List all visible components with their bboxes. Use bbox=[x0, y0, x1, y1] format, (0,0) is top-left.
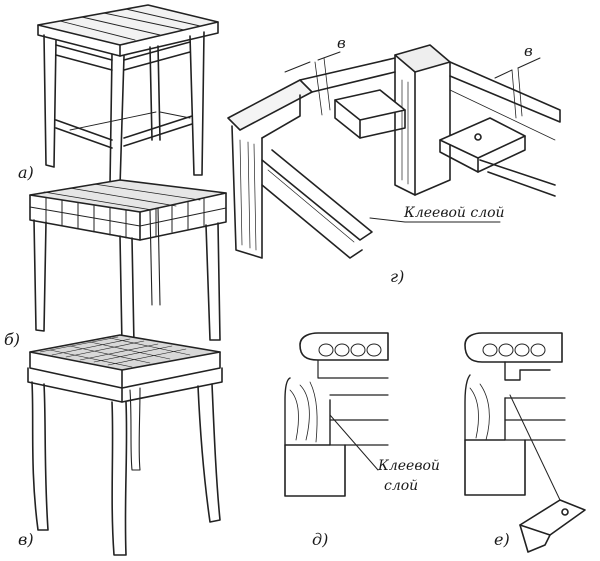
glue-layer-label-bottom-2: слой bbox=[384, 478, 418, 494]
stool-v-upholstered-seat bbox=[27, 334, 223, 556]
stool-b-woven-seat bbox=[29, 179, 227, 346]
label-b: б) bbox=[4, 330, 20, 349]
label-a: а) bbox=[18, 163, 34, 182]
section-e bbox=[464, 332, 586, 553]
joint-detail-g bbox=[227, 44, 561, 259]
label-v: в) bbox=[18, 530, 34, 549]
glue-layer-label-bottom-1: Клеевой bbox=[377, 458, 440, 474]
section-d bbox=[284, 332, 389, 497]
label-e: е) bbox=[494, 530, 510, 549]
dimension-label-b-right: в bbox=[524, 42, 533, 60]
dimension-label-b-left: в bbox=[337, 34, 346, 52]
label-g: г) bbox=[390, 267, 404, 286]
glue-layer-label-top: Клеевой слой bbox=[403, 205, 505, 221]
label-d: д) bbox=[312, 530, 328, 549]
stool-a-plain-top bbox=[37, 4, 219, 187]
